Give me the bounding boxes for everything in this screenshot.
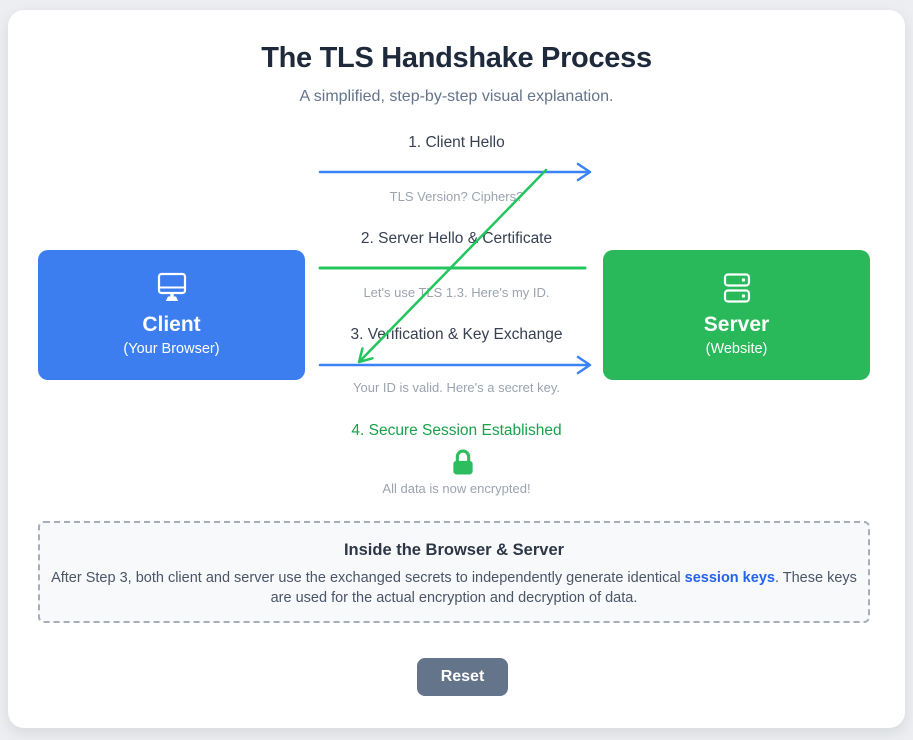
client-box: Client (Your Browser) [38,250,305,380]
step-1-label: 1. Client Hello [408,134,505,151]
step-1-arrow [318,162,592,182]
server-subtitle: (Website) [705,341,768,357]
info-box-text: After Step 3, both client and server use… [47,568,862,608]
step-2-label: 2. Server Hello & Certificate [360,230,553,247]
step-4-detail: All data is now encrypted! [382,481,531,496]
server-name: Server [703,313,770,336]
lock-body [453,460,473,475]
reset-button[interactable]: Reset [417,658,508,696]
page-title: The TLS Handshake Process [261,42,652,74]
step-3-detail: Your ID is valid. Here's a secret key. [353,380,560,395]
monitor-icon [153,271,191,310]
page-subtitle: A simplified, step-by-step visual explan… [299,88,614,105]
info-text-before: After Step 3, both client and server use… [51,570,685,586]
step-3-arrow [318,355,592,375]
server-rack-icon [718,271,756,310]
main-card: The TLS Handshake Process A simplified, … [8,10,905,728]
client-subtitle: (Your Browser) [123,341,220,357]
server-box: Server (Website) [603,250,870,380]
step-4-label: 4. Secure Session Established [351,422,562,439]
lock-shackle [455,449,471,462]
session-keys-highlight: session keys [684,570,775,586]
info-text-after: . These keys are used for the actual enc… [270,570,857,606]
lock-icon [438,446,488,482]
client-name: Client [142,313,201,336]
info-box: Inside the Browser & Server After Step 3… [38,521,870,623]
info-box-title: Inside the Browser & Server [343,541,565,559]
step-1-detail: TLS Version? Ciphers? [389,189,524,204]
